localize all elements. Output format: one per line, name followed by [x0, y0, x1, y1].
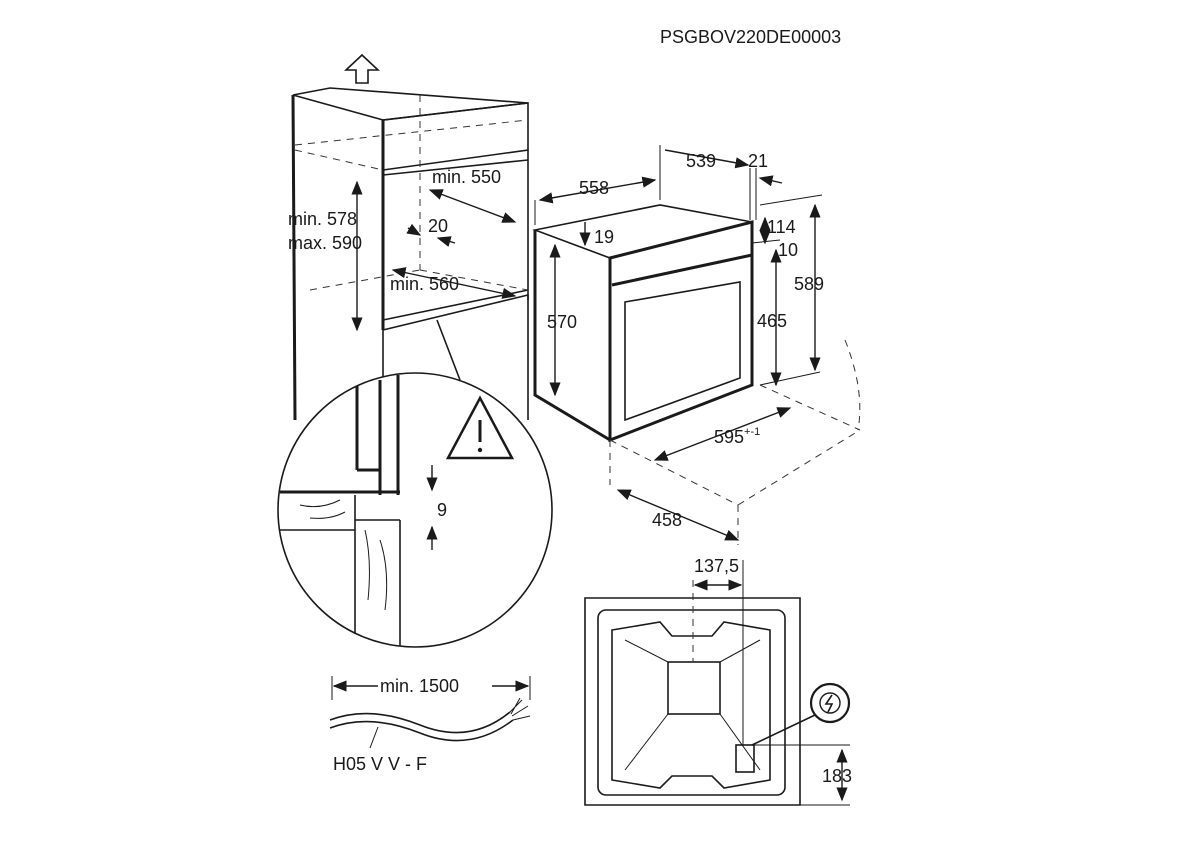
label-465: 465: [757, 311, 787, 331]
label-595: 595+-1: [714, 426, 760, 447]
cabinet-drawing: [291, 87, 529, 421]
label-10: 10: [778, 240, 798, 260]
label-539: 539: [686, 151, 716, 171]
label-min-1500: min. 1500: [380, 676, 459, 696]
label-gap-9: 9: [437, 500, 447, 520]
label-570: 570: [547, 312, 577, 332]
document-code: PSGBOV220DE00003: [660, 27, 841, 47]
label-19: 19: [594, 227, 614, 247]
label-cable-type: H05 V V - F: [333, 754, 427, 774]
label-114: 114: [767, 217, 796, 237]
label-589: 589: [794, 274, 824, 294]
detail-circle: [277, 372, 553, 648]
label-min-550: min. 550: [432, 167, 501, 187]
label-183: 183: [822, 766, 852, 786]
label-min-560: min. 560: [390, 274, 459, 294]
warning-triangle-icon: [445, 395, 515, 460]
label-558: 558: [579, 178, 609, 198]
label-137-5: 137,5: [694, 556, 739, 576]
label-21: 21: [748, 151, 768, 171]
electrical-connection-icon: [809, 682, 851, 724]
cable-drawing: [329, 676, 531, 749]
label-max-590: max. 590: [288, 233, 362, 253]
label-min-578: min. 578: [288, 209, 357, 229]
oven-drawing: [532, 145, 861, 545]
up-arrow-icon: [343, 53, 381, 84]
back-view-drawing: [584, 560, 850, 806]
label-gap-20: 20: [428, 216, 448, 236]
label-458: 458: [652, 510, 682, 530]
